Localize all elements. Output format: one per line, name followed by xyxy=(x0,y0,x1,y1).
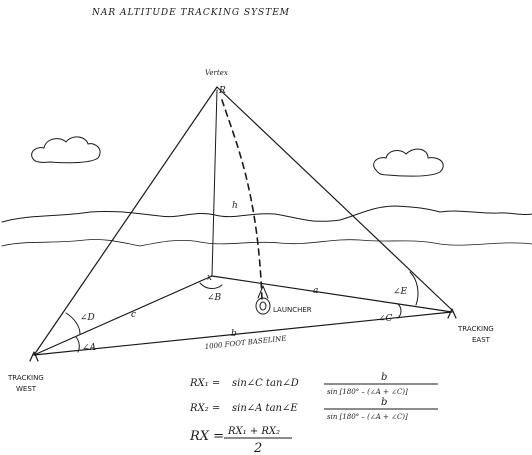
diagram-title: NAR ALTITUDE TRACKING SYSTEM xyxy=(91,8,290,18)
tracking-west-label-2: WEST xyxy=(16,385,37,393)
lower-hills xyxy=(1,239,532,247)
line-center-to-east xyxy=(211,275,453,313)
angle-label-d: ∠D xyxy=(80,313,95,323)
apex-label: R xyxy=(218,86,226,96)
rx1-numerator: b xyxy=(381,372,387,383)
cloud-right xyxy=(373,148,444,177)
launcher-icon xyxy=(255,285,271,315)
tracking-east-label-1: TRACKING xyxy=(457,325,494,333)
tracking-west-marker xyxy=(29,351,39,362)
cloud-left xyxy=(31,136,101,164)
baseline-label-b: b xyxy=(231,329,237,339)
rx1-trig: sin∠C tan∠D xyxy=(232,378,299,389)
rx-lhs: RX = xyxy=(189,429,224,444)
angle-label-c: ∠C xyxy=(378,314,393,324)
baseline-west-east xyxy=(33,311,453,356)
rx2-lhs: RX₂ = xyxy=(189,403,220,414)
line-west-to-center xyxy=(33,275,213,356)
apex-top-label: Vertex xyxy=(205,69,228,77)
rocket-flight-path xyxy=(221,99,263,301)
angle-arc-d xyxy=(65,312,81,335)
rx-numerator: RX₁ + RX₂ xyxy=(227,426,280,437)
rx1-lhs: RX₁ = xyxy=(189,378,220,389)
vertical-height-line xyxy=(211,89,218,277)
baseline-note: 1000 FOOT BASELINE xyxy=(204,334,286,351)
line-apex-to-east xyxy=(216,86,453,311)
angle-arc-c xyxy=(397,303,402,319)
center-label: x xyxy=(207,273,212,283)
launcher-label: LAUNCHER xyxy=(273,306,312,314)
rx2-numerator: b xyxy=(381,397,387,408)
rx2-denominator: sin [180° – (∠A + ∠C)] xyxy=(327,413,408,421)
angle-arc-b xyxy=(199,282,223,289)
angle-label-a: ∠A xyxy=(82,343,97,353)
tracking-west-label-1: TRACKING xyxy=(7,374,44,382)
tracking-east-label-2: EAST xyxy=(472,336,491,344)
side-label-c: c xyxy=(131,310,136,320)
height-label-h: h xyxy=(232,201,238,211)
mountain-horizon xyxy=(1,205,532,223)
angle-label-e: ∠E xyxy=(393,287,408,297)
angle-arc-e xyxy=(409,271,419,306)
equations-block: RX₁ = sin∠C tan∠D b sin [180° – (∠A + ∠C… xyxy=(189,372,438,455)
rx1-denominator: sin [180° – (∠A + ∠C)] xyxy=(327,388,408,396)
line-west-to-apex xyxy=(33,86,218,356)
tracking-east-marker xyxy=(447,308,457,319)
angle-label-b: ∠B xyxy=(207,293,222,303)
angle-arc-a xyxy=(75,336,80,353)
rx2-trig: sin∠A tan∠E xyxy=(232,403,298,414)
rx-denominator: 2 xyxy=(253,441,262,455)
side-label-a: a xyxy=(313,286,318,296)
